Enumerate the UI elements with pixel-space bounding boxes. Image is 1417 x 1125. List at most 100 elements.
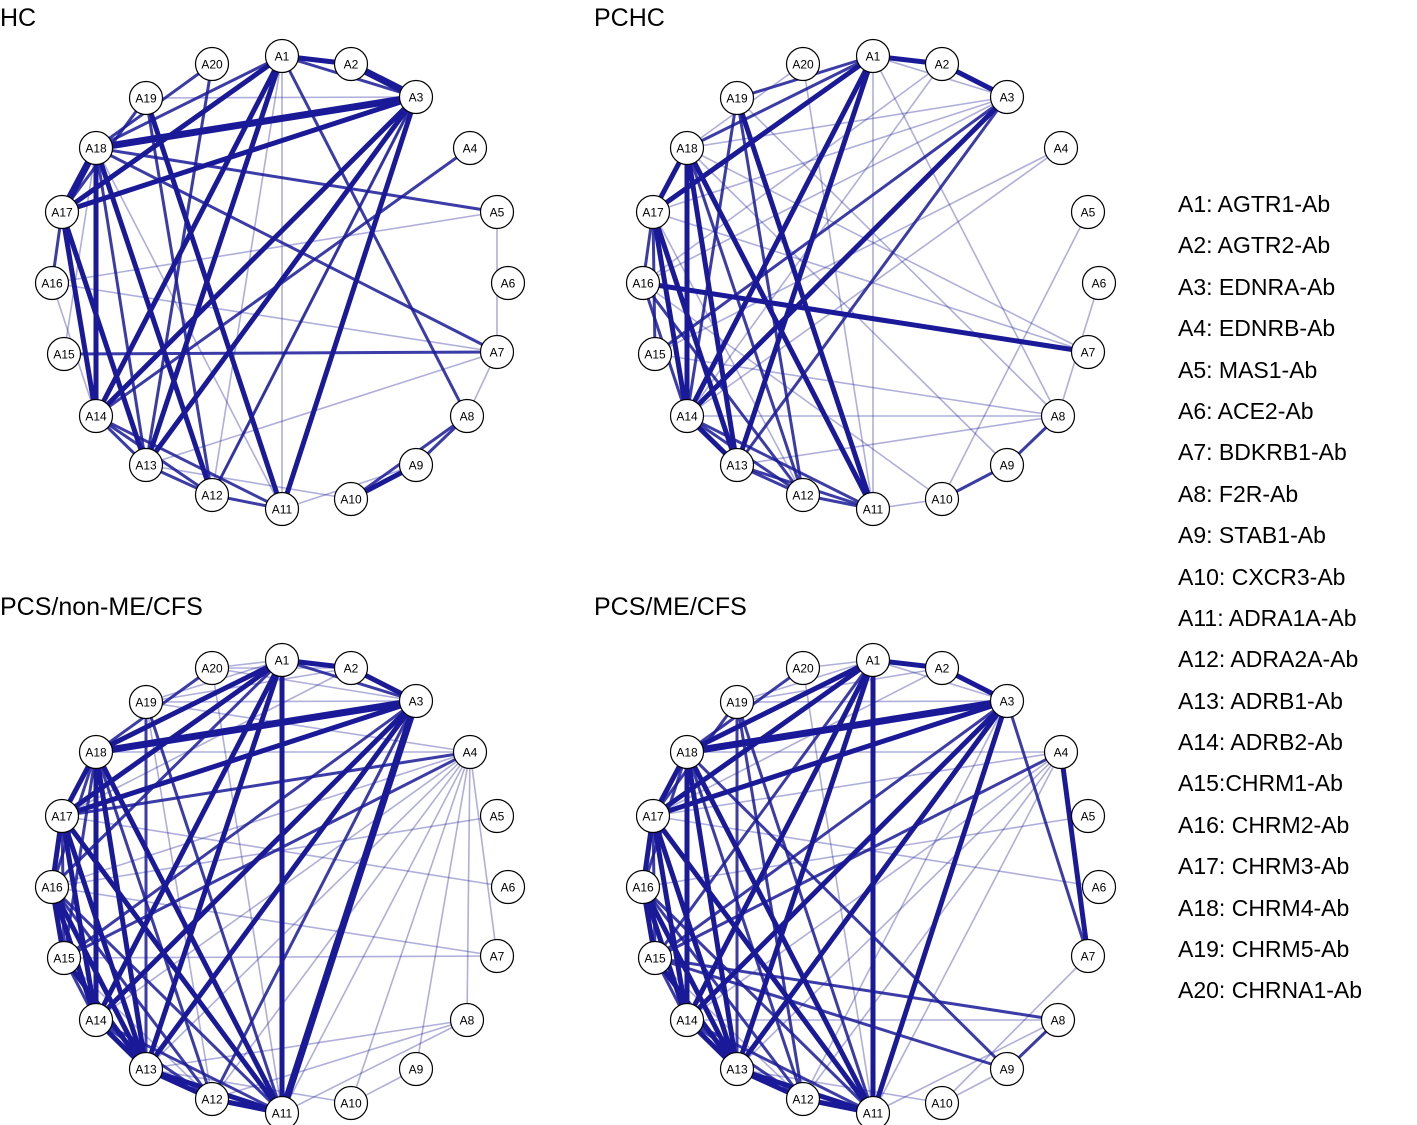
edge-a16-a7 (640, 280, 1091, 355)
legend-item-a17: A17: CHRM3-Ab (1178, 853, 1350, 880)
legend-item-a20: A20: CHRNA1-Ab (1178, 977, 1363, 1004)
node-label-a1: A1 (866, 654, 881, 668)
legend-item-a8: A8: F2R-Ab (1178, 480, 1299, 507)
node-label-a6: A6 (501, 881, 516, 895)
edge-a3-a14 (93, 698, 419, 1023)
node-label-a18: A18 (85, 746, 107, 760)
node-a17 (635, 194, 671, 230)
node-layer: A1A2A3A4A5A6A7A8A9A10A11A12A13A14A15A16A… (34, 38, 526, 527)
edge-a19-a12 (735, 96, 805, 497)
node-label-a14: A14 (85, 410, 107, 424)
edge-a3-a14 (684, 698, 1010, 1023)
node-a2 (333, 46, 369, 82)
edge-a18-a12 (93, 145, 215, 498)
edge-a1-a8 (872, 55, 1059, 417)
node-label-a8: A8 (460, 410, 475, 424)
node-a13 (128, 1051, 164, 1087)
edge-a2-a16 (642, 63, 943, 284)
edge-layer (49, 657, 509, 1117)
panel-title-hc: HC (0, 4, 36, 32)
edge-a1-a14 (93, 53, 285, 419)
edge-a18-a12 (94, 750, 214, 1101)
edge-a18-a11 (684, 145, 876, 512)
edge-a3-a17 (652, 96, 1008, 213)
node-a12 (785, 1081, 821, 1117)
legend-item-a2: A2: AGTR2-Ab (1178, 232, 1331, 259)
node-a15 (637, 336, 673, 372)
edge-a3-a7 (1005, 699, 1090, 958)
node-a19 (719, 80, 755, 116)
edge-a15-a9 (653, 956, 1009, 1071)
edge-a18-a13 (684, 749, 740, 1072)
edge-a17-a11 (59, 813, 285, 1116)
edge-a18-a11 (93, 749, 285, 1116)
node-label-a2: A2 (935, 58, 950, 72)
edge-a10-a13 (736, 1068, 943, 1104)
node-label-a9: A9 (409, 1063, 424, 1077)
legend-item-a18: A18: CHRM4-Ab (1178, 894, 1350, 921)
edge-a17-a13 (650, 813, 740, 1072)
node-a18 (78, 734, 114, 770)
node-label-a8: A8 (460, 1014, 475, 1028)
edge-a4-a11 (281, 751, 471, 1114)
node-a20 (785, 650, 821, 686)
edge-a4-a7 (469, 751, 498, 957)
node-label-a12: A12 (201, 1093, 223, 1107)
node-label-a7: A7 (490, 346, 505, 360)
node-layer: A1A2A3A4A5A6A7A8A9A10A11A12A13A14A15A16A… (625, 642, 1117, 1125)
node-a19 (719, 684, 755, 720)
node-a4 (452, 734, 488, 770)
edge-a3-a13 (734, 698, 1010, 1072)
node-label-a1: A1 (866, 50, 881, 64)
node-a13 (719, 1051, 755, 1087)
node-label-a20: A20 (792, 662, 814, 676)
node-a11 (855, 1095, 891, 1125)
node-a10 (924, 481, 960, 517)
node-label-a1: A1 (275, 50, 290, 64)
edge-a3-a13 (143, 94, 419, 468)
edge-a17-a14 (650, 813, 690, 1023)
node-label-a7: A7 (1081, 950, 1096, 964)
node-a17 (44, 798, 80, 834)
panel-pcs-me-cfs: PCS/ME/CFS A1A2A3A4A5A6A7A8A9A10A11A12A1… (594, 593, 1117, 1125)
edge-a14-a11 (685, 414, 875, 511)
node-label-a9: A9 (1000, 459, 1015, 473)
edge-a17-a13 (59, 209, 149, 468)
legend-item-a1: A1: AGTR1-Ab (1178, 191, 1331, 217)
node-a11 (855, 491, 891, 527)
edge-a1-a18 (93, 657, 285, 755)
edge-a19-a11 (143, 95, 285, 512)
edge-a3-a12 (802, 700, 1008, 1100)
node-label-a13: A13 (135, 459, 157, 473)
node-a18 (78, 130, 114, 166)
node-label-a10: A10 (340, 493, 362, 507)
node-label-a19: A19 (726, 696, 748, 710)
node-label-a20: A20 (201, 662, 223, 676)
node-a12 (194, 1081, 230, 1117)
node-a19 (128, 684, 164, 720)
node-label-a20: A20 (201, 58, 223, 72)
node-a10 (333, 481, 369, 517)
edge-a3-a18 (686, 96, 1008, 149)
edge-a4-a15 (653, 750, 1063, 960)
legend-item-a5: A5: MAS1-Ab (1178, 356, 1318, 383)
node-a3 (398, 79, 434, 115)
edge-a19-a8 (736, 97, 1059, 417)
node-label-a4: A4 (1054, 142, 1069, 156)
edge-a4-a13 (736, 751, 1062, 1070)
node-label-a7: A7 (1081, 346, 1096, 360)
edge-a5-a10 (941, 211, 1089, 500)
node-a4 (1043, 130, 1079, 166)
node-label-a3: A3 (1000, 91, 1015, 105)
legend-item-a15: A15:CHRM1-Ab (1178, 770, 1343, 797)
node-a3 (398, 683, 434, 719)
node-label-a5: A5 (1081, 206, 1096, 220)
legend-item-a4: A4: EDNRB-Ab (1178, 315, 1336, 342)
edge-a2-a14 (686, 63, 943, 417)
edge-a17-a14 (59, 813, 99, 1023)
edge-a1-a18 (685, 54, 875, 150)
edge-a4-a16 (51, 751, 471, 888)
node-label-a5: A5 (1081, 810, 1096, 824)
